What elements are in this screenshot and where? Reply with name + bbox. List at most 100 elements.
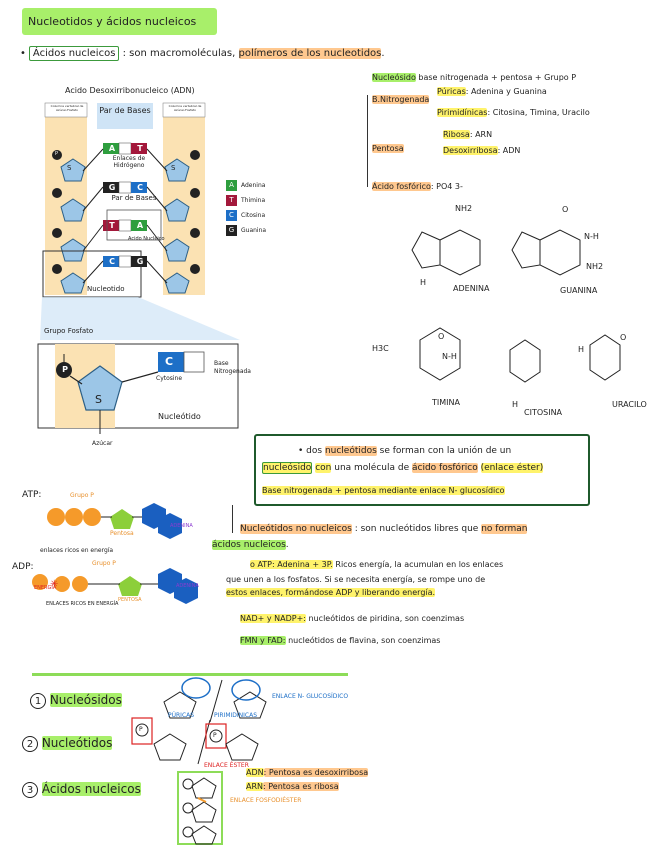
note-box	[254, 434, 590, 506]
sugar-letter: S	[67, 164, 72, 172]
note-p2-hl3: ácido fosfórico	[411, 463, 478, 473]
deoxyribose-text: : ADN	[497, 146, 521, 155]
step-2-label: Nucleótidos	[41, 736, 113, 750]
note-line-3: Base nitrogenada + pentosa mediante enla…	[262, 486, 505, 495]
phosphoric-text: : PO4 3-	[430, 182, 463, 191]
ribose-line: Ribosa: ARN	[443, 130, 492, 139]
atp-diagram	[47, 503, 182, 539]
backbone-right	[163, 103, 205, 295]
deoxyribose-term: Desoxirribosa	[443, 146, 498, 155]
cytosine-struct-label: CITOSINA	[524, 408, 563, 417]
phosphate-group-label: Grupo Fosfato	[44, 327, 94, 335]
step-1-number: 1	[30, 693, 46, 709]
cytosine-h: H	[512, 400, 519, 409]
step-3: 3 Ácidos nucleicos	[22, 782, 141, 798]
thymine-o: O	[438, 332, 445, 341]
legend-swatch: G	[226, 225, 237, 236]
legend-name: Citosina	[241, 212, 266, 219]
atp-rich-bonds: enlaces ricos en energía	[40, 547, 114, 554]
hydrogen-bonds-label: Enlaces de Hidrógeno	[112, 155, 146, 169]
step-2-p-right: P	[213, 732, 217, 739]
intro-highlight: polímeros de los nucleotidos	[238, 48, 382, 59]
nucleoside-line: Nucleósido base nitrogenada + pentosa + …	[372, 73, 576, 82]
puricas-label: PÚRICAS	[168, 712, 195, 719]
dna-side-label-left: Columna vertebral de Azúcar-Fosfato	[50, 104, 84, 112]
nucleic-acid-label: Acido Nucleico	[128, 236, 165, 242]
pair-4-left: C	[109, 257, 115, 266]
zoom-phosphate-letter: P	[62, 365, 68, 374]
atp-adenina: ADENINA	[170, 523, 193, 529]
atp-item-text3: estos enlaces, formándose ADP y liberand…	[226, 588, 436, 597]
legend-item: G Guanina	[226, 225, 266, 236]
base-pair-label: Par de Bases	[111, 194, 157, 202]
adn-line: ADN: Pentosa es desoxirribosa	[246, 768, 369, 777]
phosphoric-term: Ácido fosfórico	[372, 182, 431, 191]
intro-line: Ácidos nucleicos : son macromoléculas, p…	[20, 46, 385, 61]
page-title: Nucleotidos y ácidos nucleicos	[22, 8, 217, 35]
step-2-number: 2	[22, 736, 38, 752]
thymine-label: TIMINA	[432, 398, 460, 407]
guanine-label: GUANINA	[560, 286, 598, 295]
purines-line: Púricas: Adenina y Guanina	[437, 87, 547, 96]
arn-term: ARN	[246, 782, 264, 791]
adp-adenina: ADENINA	[176, 583, 199, 589]
fmn-line: FMN y FAD: nucleótidos de flavina, son c…	[240, 636, 440, 645]
guanine-nh: N-H	[584, 232, 599, 241]
atp-item: o ATP: Adenina + 3P.	[250, 560, 333, 569]
non-nucleic-hl2: ácidos nucleicos	[212, 540, 286, 550]
thymine-h3c: H3C	[372, 344, 389, 353]
deoxyribose-line: Desoxirribosa: ADN	[443, 146, 520, 155]
pair-3-right: A	[136, 221, 144, 230]
enlace-ester-label: ENLACE ÉSTER	[204, 762, 249, 769]
base-pair-header-bg	[97, 103, 153, 129]
base-pair-header: Par de Bases	[99, 106, 151, 115]
sugar-letter: S	[171, 164, 176, 172]
zoom-sugar-letter: S	[95, 393, 102, 406]
step-1-label: Nucleósidos	[49, 693, 122, 707]
adp-diagram: ✳	[32, 568, 198, 604]
pyrimidines-line: Pirimidínicas: Citosina, Timina, Uracilo	[437, 108, 590, 117]
guanine-o: O	[562, 205, 569, 214]
note-p2-hl1: nucleósido	[262, 462, 313, 474]
pair-1-left: A	[108, 144, 116, 153]
legend-item: A Adenina	[226, 180, 266, 191]
adp-pentosa: PENTOSA	[118, 597, 142, 603]
adp-energia: ENERGÍA	[34, 585, 57, 591]
zoom-nucleotide-label: Nucleótido	[158, 412, 201, 421]
section-separator	[32, 673, 348, 676]
sugar-label: Azúcar	[92, 440, 113, 447]
atp-label: ATP:	[22, 490, 42, 500]
adn-term: ADN	[246, 768, 264, 777]
base-label: Base Nitrogenada	[214, 360, 251, 375]
guanine-nh2: NH2	[586, 262, 604, 271]
note-p2-hl4: (enlace éster)	[480, 463, 544, 473]
phosphoric-line: Ácido fosfórico: PO4 3-	[372, 182, 463, 191]
legend-swatch: C	[226, 210, 237, 221]
note-p1-hl: nucleótidos	[324, 446, 377, 456]
adp-label: ADP:	[12, 562, 34, 572]
pentose-term: Pentosa	[372, 144, 404, 153]
arn-text: : Pentosa es ribosa	[263, 782, 339, 791]
atp-item-line-3: estos enlaces, formándose ADP y liberand…	[226, 588, 436, 597]
note-line-2: nucleósido con una molécula de ácido fos…	[262, 462, 544, 474]
adp-grupo-p: Grupo P	[92, 560, 116, 567]
note-p2-mid: una molécula de	[334, 463, 410, 473]
nad-line: NAD+ y NADP+: nucleótidos de piridina, s…	[240, 614, 464, 623]
fmn-term: FMN y FAD:	[240, 636, 286, 645]
cytosine-label: Cytosine	[156, 375, 183, 382]
pair-3-left: T	[109, 221, 115, 230]
step-1: 1 Nucleósidos	[30, 693, 122, 709]
adenine-label: ADENINA	[453, 284, 490, 293]
adenine-h: H	[420, 278, 427, 287]
pair-4-right: G	[136, 257, 144, 266]
step-2-diagram	[131, 717, 259, 765]
nitrogen-base-term: B.Nitrogenada	[372, 95, 430, 104]
atp-pentosa: Pentosa	[110, 530, 134, 537]
intro-term: Ácidos nucleicos	[28, 46, 120, 61]
legend-swatch: A	[226, 180, 237, 191]
legend-name: Guanina	[241, 227, 267, 234]
atp-item-line-1: o ATP: Adenina + 3P. Ricos energía, la a…	[250, 560, 503, 569]
dna-side-label-right: Columna vertebral de Azúcar-Fosfato	[168, 104, 202, 112]
pair-2-left: G	[108, 183, 116, 192]
nucleotide-label: Nucleotido	[87, 285, 125, 293]
